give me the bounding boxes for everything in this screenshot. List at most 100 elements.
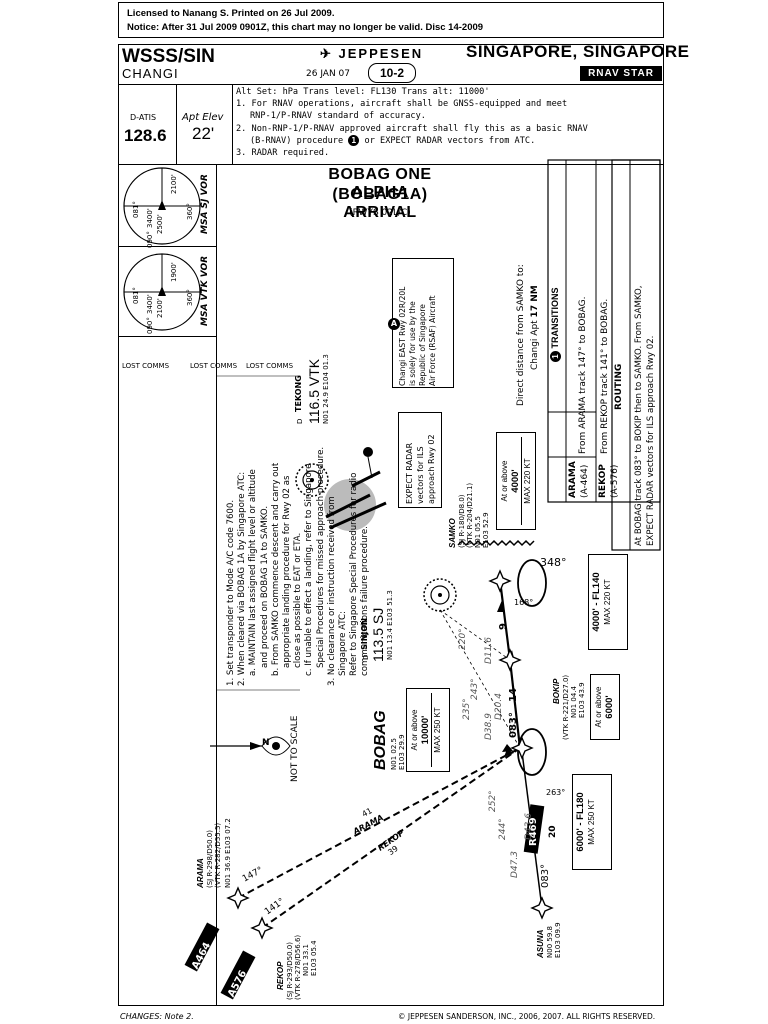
license-notice: Licensed to Nanang S. Printed on 26 Jul … — [118, 2, 664, 38]
transitions-badge-icon: 1 — [550, 351, 561, 362]
lost-comms-tag-top-2: LOST COMMS — [190, 362, 238, 370]
lost-comms-block: 1. Set transponder to Mode A/C code 7600… — [226, 447, 372, 686]
transition-arama-name: ARAMA — [568, 461, 578, 498]
radial-label-7: 252° — [488, 790, 498, 812]
fix-bobag-c1: N01 02.5 — [390, 738, 398, 770]
constraint-bobag-hold-2: MAX 250 KT — [587, 799, 596, 845]
lost-comms-2b1: b. From SAMKO commence descent and carry… — [270, 462, 281, 676]
routing-line-1: At BOBAG track 083° to BOKIP then to SAM… — [634, 285, 644, 546]
fix-arama-icon — [226, 886, 250, 910]
radial-label-8: 244° — [498, 818, 508, 840]
leg-rekop-bobag — [261, 747, 521, 929]
note-a-line-3: Republic of Singapore — [418, 304, 427, 386]
procedure-subtitle: (BOBAG1A) ARRIVAL — [332, 186, 428, 221]
expect-radar-2: vectors for ILS — [416, 446, 425, 504]
note-1a: 1. For RNAV operations, aircraft shall b… — [236, 99, 568, 110]
procedure-runways: (RWYS 02L/C) — [349, 208, 411, 218]
fix-samko-c1: N01 05.5 — [474, 516, 482, 548]
expect-radar-text: EXPECT RADAR vectors for ILS approach Rw… — [404, 434, 437, 504]
runway-2 — [329, 501, 387, 530]
brand-text: JEPPESEN — [338, 46, 424, 61]
note-a-pointer-icon — [363, 447, 373, 457]
changes-note: CHANGES: Note 2. — [120, 1012, 194, 1021]
scale-ornament-icon — [261, 736, 291, 756]
lost-comms-3b: Singapore ATC: — [338, 611, 349, 676]
expect-radar-1: EXPECT RADAR — [405, 442, 414, 504]
hold-samko — [517, 559, 547, 607]
atis-frequency: 128.6 — [124, 126, 167, 145]
fix-samko-label: SAMKO — [448, 518, 457, 548]
navaid-tekong-freq: 116.5 VTK — [306, 358, 322, 424]
arrow-arama-icon — [502, 744, 513, 752]
atis-label: D-ATIS — [130, 113, 157, 122]
fix-samko-r2: (VTK R-204/D21.1) — [466, 482, 474, 548]
transition-arama-text: From ARAMA track 147° to BOBAG. — [578, 296, 588, 454]
radial-label-2: D11.6 — [484, 637, 494, 664]
airway-r469-band — [523, 804, 545, 854]
leg-arama-bobag — [237, 747, 521, 899]
msa-sj-diagram — [123, 167, 201, 245]
radial-label-10: D43.6 — [524, 813, 534, 840]
constraint-samko-3: MAX 220 KT — [521, 437, 533, 525]
msa-vtk-r3: 090° — [146, 317, 154, 334]
navaid-tekong-class: D — [296, 418, 304, 424]
msa-sj-r1: 081° — [132, 201, 140, 218]
msa-vtk-alt-b: 1900' — [170, 262, 178, 282]
constraint-bobag: At or above 10000' MAX 250 KT — [406, 688, 450, 772]
radial-sj-bokip — [439, 609, 511, 661]
radial-label-4: D20.4 — [494, 693, 504, 720]
msa-sj-r2: 360° — [186, 203, 194, 220]
msa-divider-2 — [118, 336, 216, 337]
note-3: 3. RADAR required. — [236, 148, 330, 159]
arrow-samko-icon — [497, 600, 505, 612]
fix-bobag-label: BOBAG — [372, 710, 389, 770]
msa-sj-r3: 090° — [146, 231, 154, 248]
runway-1 — [325, 493, 371, 519]
fix-bokip-icon — [498, 648, 522, 672]
lost-comms-tag-top-3: LOST COMMS — [246, 362, 294, 370]
runway-east — [351, 470, 381, 488]
radial-sj-bobag — [439, 609, 521, 749]
notes-block: Alt Set: hPa Trans level: FL130 Trans al… — [236, 86, 664, 159]
fix-bokip-label: BOKIP — [552, 678, 561, 704]
fix-rekop-c1: N01 33.1 — [302, 944, 310, 976]
constraint-samko-hold: 4000' - FL140 MAX 220 KT — [588, 554, 628, 650]
elev-value: 22' — [192, 124, 215, 143]
fix-bokip-r1: (VTK R-221/D27.0) — [562, 674, 570, 740]
leg-bokip-samko — [498, 579, 512, 661]
validity-notice: Notice: After 31 Jul 2009 0901Z, this ch… — [127, 22, 484, 33]
constraint-bobag-1: At or above — [410, 709, 419, 751]
fix-bobag-c2: E103 29.9 — [398, 734, 406, 770]
fix-rekop-r1: (SJ R-293/D50.0) — [286, 942, 294, 1000]
constraint-bobag-hold: 6000' - FL180 MAX 250 KT — [572, 774, 612, 870]
fix-bokip-c2: E103 43.9 — [578, 682, 586, 718]
not-to-scale: NOT TO SCALE — [290, 715, 300, 782]
navaid-sinjon-coord: N01 13.4 E103 51.3 — [386, 590, 394, 660]
lost-comms-2: 2. When cleared via BOBAG 1A by Singapor… — [237, 471, 248, 686]
coastline — [457, 539, 535, 547]
fix-bobag-icon — [510, 736, 534, 760]
north-arrow-icon — [210, 742, 262, 750]
notes-rule — [118, 164, 664, 165]
fix-rekop-c2: E103 05.4 — [310, 940, 318, 976]
constraint-samko-hold-2: MAX 220 KT — [603, 579, 612, 625]
leg-course-label: 083° — [508, 712, 519, 738]
constraint-samko-1: At or above — [500, 460, 509, 502]
jeppesen-logo-icon: ✈︎ — [320, 46, 339, 61]
note-a-line-4: Air Force (RSAF) Aircraft — [428, 295, 437, 386]
leg-bobag-bokip — [508, 659, 522, 749]
fix-arama-label: ARAMA — [196, 858, 205, 888]
routing-header: ROUTING — [614, 363, 624, 410]
constraint-bobag-3: MAX 250 KT — [431, 693, 443, 767]
transition-rekop-text: From REKOP track 141° to BOBAG. — [600, 298, 610, 454]
hold-samko-outbound: 168° — [514, 598, 534, 607]
airport-id: WSSS/SIN — [122, 46, 215, 67]
chart-number: 10-2 — [368, 63, 416, 83]
north-label: N — [262, 738, 270, 748]
left-panel-divider — [216, 164, 217, 1006]
chart-type-badge: RNAV STAR — [580, 66, 662, 81]
constraint-bokip: At or above 6000' — [590, 674, 620, 740]
transition-rekop-id: (A-576) — [610, 464, 620, 498]
transition-arama-id: (A-464) — [580, 464, 590, 498]
city-title: SINGAPORE, SINGAPORE — [466, 42, 690, 61]
